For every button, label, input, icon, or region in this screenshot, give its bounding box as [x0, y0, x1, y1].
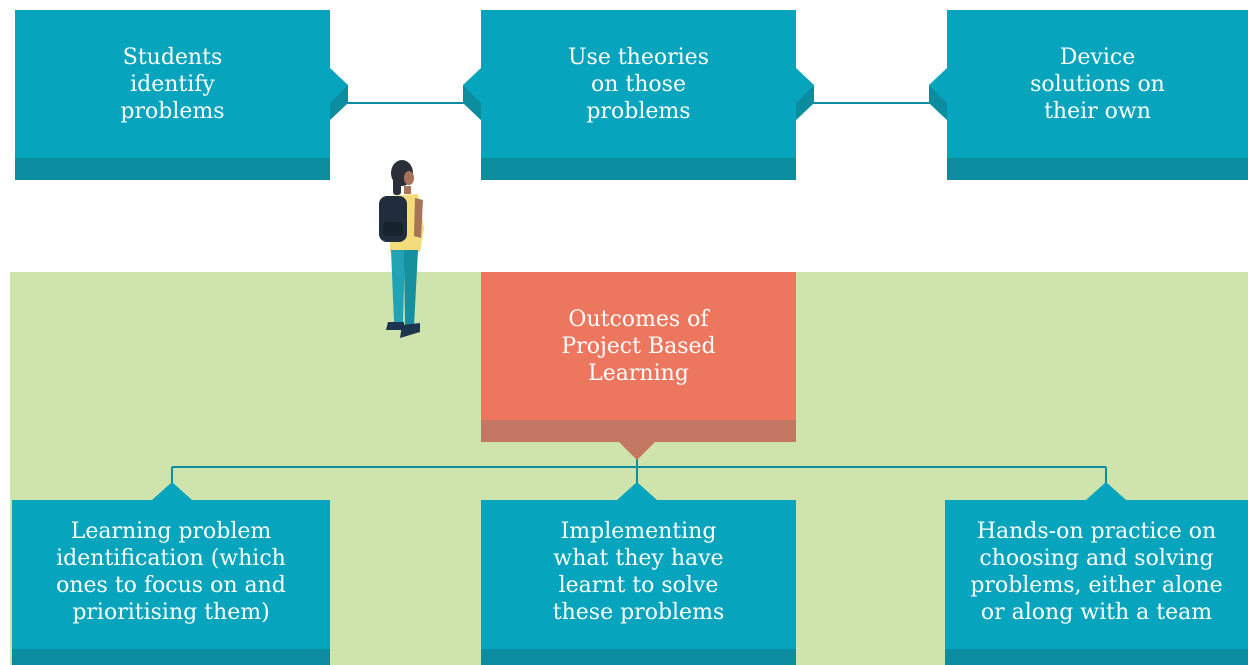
- arrow-tip-up-icon: [1086, 482, 1126, 500]
- arrow-tip-up-icon: [152, 482, 192, 500]
- outcome-label-practice: Hands-on practice on choosing and solvin…: [970, 518, 1223, 625]
- arrow-tip-up-icon: [617, 482, 657, 500]
- arrow-tip-down-icon: [618, 441, 656, 460]
- outcomes-title-box: Outcomes of Project Based Learning: [481, 272, 796, 442]
- step-label-identify: Students identify problems: [120, 44, 225, 124]
- step-label-solutions: Device solutions on their own: [1030, 44, 1165, 124]
- outcome-box-implementing: Implementing what they have learnt to so…: [481, 500, 796, 665]
- outcome-label-implementing: Implementing what they have learnt to so…: [552, 518, 725, 625]
- outcome-box-practice: Hands-on practice on choosing and solvin…: [945, 500, 1248, 665]
- outcome-label-identification: Learning problem identification (which o…: [56, 518, 286, 625]
- step-box-solutions: Device solutions on their own: [947, 10, 1248, 180]
- step-box-theories: Use theories on those problems: [481, 10, 796, 180]
- step-box-identify: Students identify problems: [15, 10, 330, 180]
- outcomes-title: Outcomes of Project Based Learning: [561, 306, 716, 386]
- outcome-box-identification: Learning problem identification (which o…: [12, 500, 330, 665]
- step-label-theories: Use theories on those problems: [568, 44, 709, 124]
